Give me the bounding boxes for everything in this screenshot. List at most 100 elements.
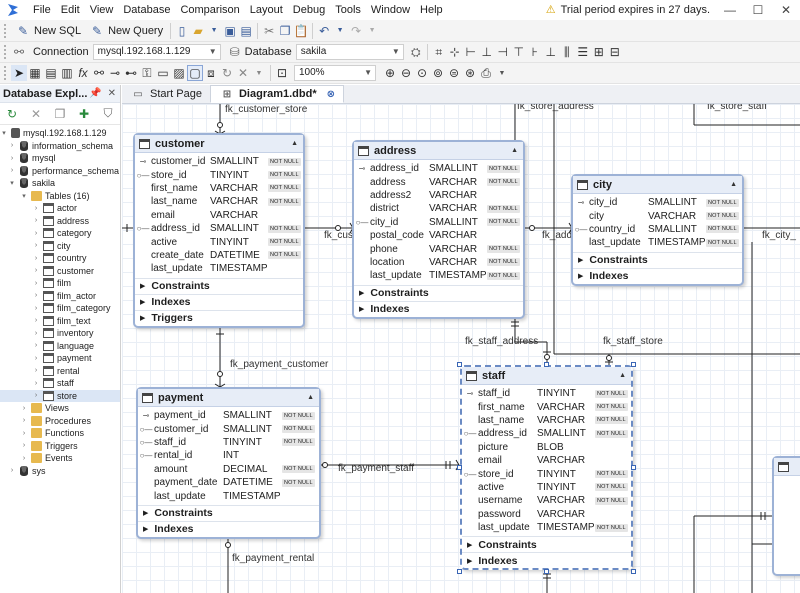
zoom-selection-icon[interactable]: ⊛ bbox=[464, 66, 476, 80]
same-width-icon[interactable]: ⊟ bbox=[609, 45, 620, 59]
expand-icon[interactable]: › bbox=[34, 367, 38, 375]
entity-section-indexes[interactable]: ▶Indexes bbox=[462, 552, 631, 568]
expand-icon[interactable]: › bbox=[34, 354, 38, 362]
expand-icon[interactable]: › bbox=[34, 242, 38, 250]
tree-schema[interactable]: ›performance_schema bbox=[0, 165, 120, 178]
tree-tables-folder[interactable]: ▾Tables (16) bbox=[0, 190, 120, 203]
collapse-icon[interactable]: ▲ bbox=[307, 394, 314, 401]
entity-section-constraints[interactable]: ▶Constraints bbox=[135, 277, 303, 294]
save-all-icon[interactable]: ▤ bbox=[240, 23, 252, 38]
table-icon[interactable]: ▦ bbox=[29, 66, 41, 80]
procedure-icon[interactable]: ▥ bbox=[61, 66, 73, 80]
expand-icon[interactable]: › bbox=[34, 379, 38, 387]
relation-label[interactable]: fk_staff_store bbox=[603, 336, 663, 347]
tree-folder-procedures[interactable]: ›Procedures bbox=[0, 415, 120, 428]
same-size-icon[interactable]: ⊞ bbox=[593, 45, 604, 59]
maximize-icon[interactable]: ☐ bbox=[752, 3, 764, 17]
entity-section-constraints[interactable]: ▶Constraints bbox=[462, 536, 631, 552]
connection-select[interactable]: mysql.192.168.1.129▼ bbox=[92, 44, 221, 60]
menu-debug[interactable]: Debug bbox=[292, 4, 326, 16]
one-to-many-icon[interactable]: ⊸ bbox=[109, 66, 121, 80]
relation-label[interactable]: fk_customer_store bbox=[225, 104, 308, 115]
fit-page-icon[interactable]: ⊡ bbox=[276, 66, 288, 80]
expand-icon[interactable]: › bbox=[34, 317, 38, 325]
collapse-icon[interactable]: ▲ bbox=[619, 372, 626, 379]
expand-icon[interactable]: › bbox=[34, 304, 38, 312]
resize-handle[interactable] bbox=[631, 362, 636, 367]
tree-table-actor[interactable]: ›actor bbox=[0, 202, 120, 215]
tree-table-store[interactable]: ›store bbox=[0, 389, 120, 402]
function-icon[interactable]: fx bbox=[78, 66, 88, 80]
expand-icon[interactable]: › bbox=[34, 329, 38, 337]
open-dropdown-icon[interactable]: ▼ bbox=[210, 27, 218, 34]
note-icon[interactable]: ▢ bbox=[187, 65, 203, 81]
paste-icon[interactable]: 📋 bbox=[293, 23, 309, 38]
tree-folder-triggers[interactable]: ›Triggers bbox=[0, 440, 120, 453]
menu-view[interactable]: View bbox=[89, 4, 114, 16]
collapse-icon[interactable]: ▾ bbox=[10, 180, 14, 188]
tree-table-country[interactable]: ›country bbox=[0, 252, 120, 265]
zoom-actual-icon[interactable]: ⊚ bbox=[432, 66, 444, 80]
expand-icon[interactable]: › bbox=[34, 392, 38, 400]
entity-header[interactable]: city▲ bbox=[573, 176, 742, 194]
cut-icon[interactable]: ✂ bbox=[264, 23, 275, 38]
tree-table-address[interactable]: ›address bbox=[0, 215, 120, 228]
tab-start-page[interactable]: ▭ Start Page bbox=[122, 85, 210, 103]
resize-handle[interactable] bbox=[631, 465, 636, 470]
new-query-button[interactable]: ✎ New Query bbox=[85, 21, 167, 40]
tree-table-payment[interactable]: ›payment bbox=[0, 352, 120, 365]
open-folder-icon[interactable]: ▰ bbox=[193, 23, 203, 38]
expand-icon[interactable]: › bbox=[22, 442, 26, 450]
refresh-icon[interactable]: ↻ bbox=[6, 106, 18, 121]
expand-icon[interactable]: › bbox=[10, 154, 14, 162]
print-icon[interactable]: ⎙ bbox=[481, 65, 491, 80]
menu-database[interactable]: Database bbox=[123, 4, 171, 16]
toolbar-grip[interactable] bbox=[4, 66, 7, 80]
zoom-fit-icon[interactable]: ⊙ bbox=[416, 66, 428, 80]
disconnect-icon[interactable]: ✕ bbox=[30, 106, 42, 121]
tree-schema-active[interactable]: ▾sakila bbox=[0, 177, 120, 190]
minimize-icon[interactable]: — bbox=[724, 3, 736, 17]
resize-handle[interactable] bbox=[457, 465, 462, 470]
database-select[interactable]: sakila▼ bbox=[295, 44, 404, 60]
zoom-select[interactable]: 100%▼ bbox=[294, 65, 376, 81]
stamp-icon[interactable]: ⧈ bbox=[207, 65, 215, 80]
entity-header[interactable]: staff▲ bbox=[462, 367, 631, 385]
relation-icon[interactable]: ⚯ bbox=[93, 66, 105, 80]
expand-icon[interactable]: › bbox=[22, 417, 26, 425]
resize-handle[interactable] bbox=[457, 569, 462, 574]
align-bottom-icon[interactable]: ⊥ bbox=[545, 45, 556, 59]
resize-handle[interactable] bbox=[631, 569, 636, 574]
tree-folder-views[interactable]: ›Views bbox=[0, 402, 120, 415]
entity-section-indexes[interactable]: ▶Indexes bbox=[138, 520, 319, 537]
tree-folder-functions[interactable]: ›Functions bbox=[0, 427, 120, 440]
refresh-diagram-icon[interactable]: ↻ bbox=[221, 66, 233, 80]
expand-icon[interactable]: › bbox=[10, 167, 14, 175]
entity-section-constraints[interactable]: ▶Constraints bbox=[573, 251, 742, 268]
close-window-icon[interactable]: ✕ bbox=[780, 3, 792, 17]
toolbar-grip[interactable] bbox=[4, 45, 7, 59]
tree-table-rental[interactable]: ›rental bbox=[0, 365, 120, 378]
entity-header[interactable]: payment▲ bbox=[138, 389, 319, 407]
tree-schema[interactable]: ›mysql bbox=[0, 152, 120, 165]
tree-table-inventory[interactable]: ›inventory bbox=[0, 327, 120, 340]
copy-icon[interactable]: ❐ bbox=[54, 106, 66, 121]
